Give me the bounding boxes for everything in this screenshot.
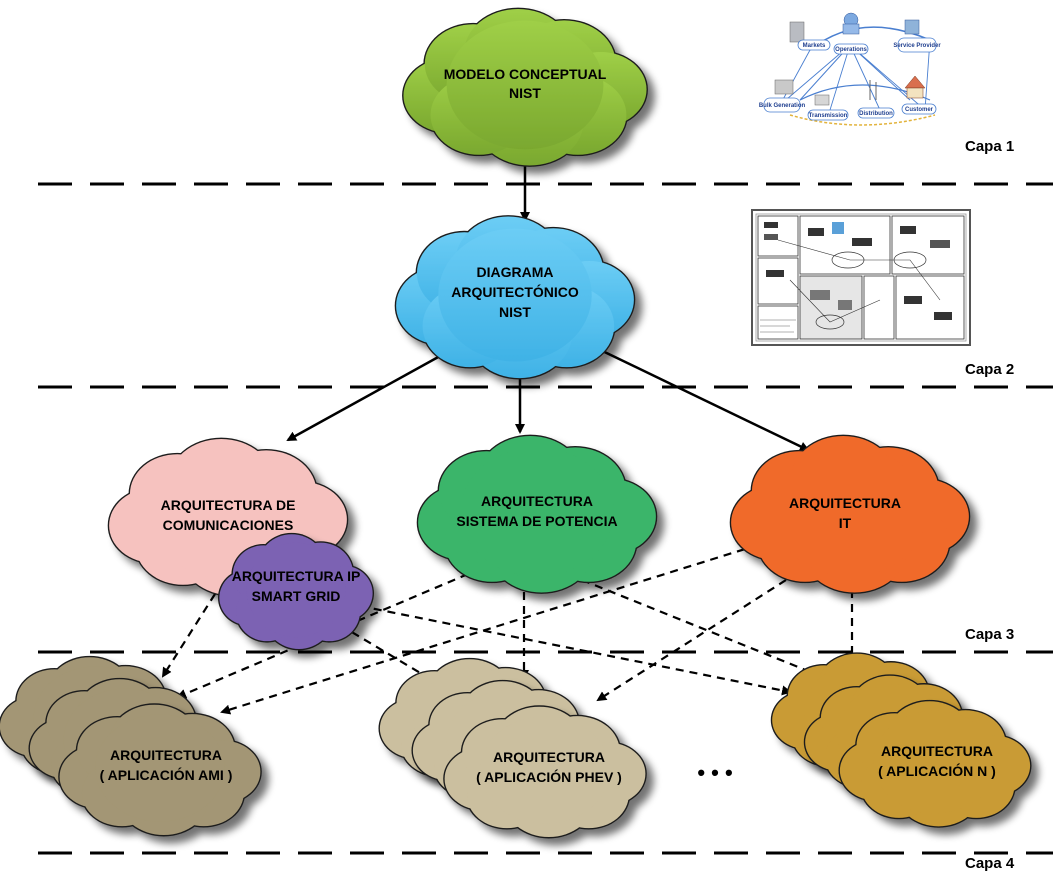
comm-arch-label-1: ARQUITECTURA DE (161, 497, 296, 513)
cloud-phev-front (443, 705, 647, 839)
thumb-label-customer: Customer (905, 107, 934, 113)
nist-conceptual-label-1: MODELO CONCEPTUAL (444, 66, 607, 82)
thumb-label-bulk-generation: Bulk Generation (759, 103, 806, 109)
layer-label-4: Capa 4 (965, 855, 1015, 872)
ip-arch-label-2: SMART GRID (252, 588, 341, 604)
thumb-label-service-provider: Service Provider (893, 43, 941, 49)
clouds (0, 7, 1032, 839)
power-arch-label-2: SISTEMA DE POTENCIA (456, 513, 617, 529)
thumb-label-markets: Markets (803, 43, 826, 49)
layer-label-1: Capa 1 (965, 138, 1014, 155)
thumb-label-transmission: Transmission (809, 113, 848, 119)
nist-diagram-label-1: DIAGRAMA (477, 264, 554, 280)
layer-label-3: Capa 3 (965, 626, 1014, 643)
n-app-label-2: ( APLICACIÓN N ) (878, 762, 996, 779)
solid-arrows (286, 150, 810, 452)
layer-label-2: Capa 2 (965, 361, 1014, 378)
cloud-ip-arch (217, 532, 375, 651)
ip-arch-label-1: ARQUITECTURA IP (232, 568, 361, 584)
arrow-diagram-to-comm (286, 343, 461, 442)
cloud-comm-arch (107, 437, 349, 597)
it-arch-label-1: ARQUITECTURA (789, 495, 901, 511)
comm-arch-label-2: COMUNICACIONES (163, 517, 294, 533)
dash-it-to-phev (596, 579, 787, 702)
cloud-ami-front (58, 703, 262, 837)
thumb-label-distribution: Distribution (859, 111, 893, 117)
cloud-nist-diagram (394, 215, 636, 380)
nist-conceptual-thumbnail: Markets Operations Service Provider Bulk… (759, 12, 941, 126)
phev-app-label-1: ARQUITECTURA (493, 749, 605, 765)
cloud-labels: MODELO CONCEPTUAL NIST DIAGRAMA ARQUITEC… (100, 66, 996, 785)
dash-it-to-ami (220, 543, 759, 715)
nist-diagram-label-2: ARQUITECTÓNICO (451, 283, 579, 300)
it-arch-label-2: IT (839, 515, 852, 531)
nist-conceptual-label-2: NIST (509, 85, 541, 101)
cloud-nist-conceptual (402, 7, 648, 167)
phev-app-label-2: ( APLICACIÓN PHEV ) (476, 768, 622, 785)
ami-app-label-1: ARQUITECTURA (110, 747, 222, 763)
ami-app-label-2: ( APLICACIÓN AMI ) (100, 766, 233, 783)
power-arch-label-1: ARQUITECTURA (481, 493, 593, 509)
ellipsis-dots: • • • (697, 760, 732, 785)
n-app-label-1: ARQUITECTURA (881, 743, 993, 759)
thumb-label-operations: Operations (835, 47, 867, 53)
arrow-diagram-to-it (589, 343, 810, 452)
cloud-it-arch (729, 434, 971, 594)
nist-diagram-label-3: NIST (499, 304, 531, 320)
cloud-power-arch (416, 434, 658, 594)
dash-ip-to-n (359, 604, 792, 696)
layer-dividers (38, 182, 1053, 855)
dash-power-to-n (581, 578, 820, 677)
dash-comm-to-ami (161, 593, 216, 678)
cloud-n-front (838, 699, 1032, 828)
nist-architecture-thumbnail (751, 209, 971, 346)
